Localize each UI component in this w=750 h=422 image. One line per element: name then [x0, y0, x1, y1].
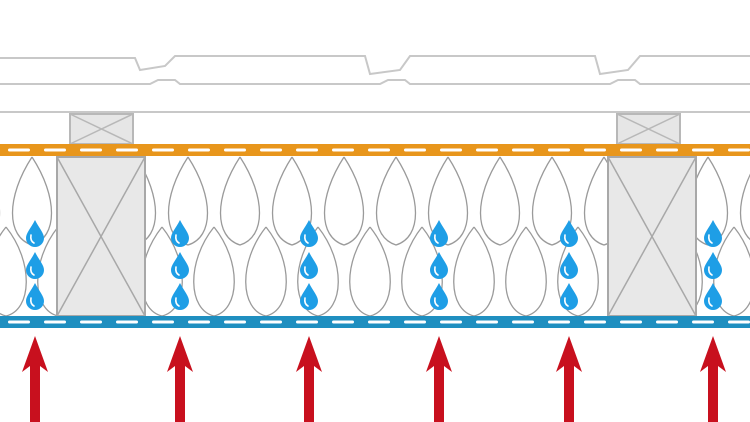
insulation-lobe-upper: [220, 156, 260, 246]
upper-membrane-dash: [260, 148, 282, 152]
lower-membrane-dash: [44, 320, 66, 324]
water-droplet-icon: [171, 283, 189, 310]
water-droplet-icon: [704, 220, 722, 247]
rafter-1: [56, 156, 146, 317]
insulation-lobe-lower: [349, 226, 391, 317]
upper-membrane-dash: [188, 148, 210, 152]
water-droplet-icon: [300, 220, 318, 247]
rafters: [56, 156, 697, 317]
lower-membrane-dash: [728, 320, 750, 324]
upper-membrane-dash: [440, 148, 462, 152]
upper-membrane-dash: [584, 148, 606, 152]
water-droplet-icon: [704, 283, 722, 310]
lower-membrane-dash: [188, 320, 210, 324]
counter-batten-1: [69, 113, 134, 145]
lower-membrane-dash: [296, 320, 318, 324]
water-droplet-icon: [26, 283, 44, 310]
upper-membrane-dash: [548, 148, 570, 152]
up-arrow-icon: [296, 336, 322, 422]
lower-membrane-dash: [620, 320, 642, 324]
water-droplet-icon: [26, 252, 44, 279]
insulation-lobe-upper: [376, 156, 416, 246]
water-droplet-icon: [300, 252, 318, 279]
insulation-lobe-lower: [245, 226, 287, 317]
upper-membrane-dash: [656, 148, 678, 152]
lower-membrane-dash: [260, 320, 282, 324]
lower-membrane-dash: [440, 320, 462, 324]
lower-membrane-dash: [80, 320, 102, 324]
upper-membrane-dash: [692, 148, 714, 152]
roof-tile-top-line: [0, 55, 750, 76]
moisture-droplets: [26, 220, 722, 310]
lower-membrane-dash: [8, 320, 30, 324]
upper-membrane-dash: [620, 148, 642, 152]
water-droplet-icon: [560, 283, 578, 310]
lower-membrane-dash: [512, 320, 534, 324]
insulation-lobe-lower: [505, 226, 547, 317]
water-droplet-icon: [704, 252, 722, 279]
counter-batten-2: [616, 113, 681, 145]
lower-membrane-dash: [548, 320, 570, 324]
upper-membrane-dash: [152, 148, 174, 152]
lower-membrane-dash: [152, 320, 174, 324]
upper-membrane-dash: [332, 148, 354, 152]
upper-membrane-dash: [80, 148, 102, 152]
up-arrow-icon: [22, 336, 48, 422]
upper-membrane-dash: [476, 148, 498, 152]
roof-tile-bottom-line: [0, 79, 750, 85]
lower-membrane-dash: [692, 320, 714, 324]
insulation-lobe-upper: [324, 156, 364, 246]
water-droplet-icon: [26, 220, 44, 247]
water-droplet-icon: [430, 283, 448, 310]
water-droplet-icon: [430, 220, 448, 247]
counter-battens: [69, 113, 681, 145]
lower-membrane-dash: [332, 320, 354, 324]
lower-membrane-dash: [116, 320, 138, 324]
lower-membrane-dash: [584, 320, 606, 324]
lower-membrane-dash: [404, 320, 426, 324]
lower-membrane-dash: [476, 320, 498, 324]
insulation-lobe-lower: [193, 226, 235, 317]
up-arrow-icon: [556, 336, 582, 422]
upper-membrane-dash: [44, 148, 66, 152]
insulation-lobe-upper: [532, 156, 572, 246]
lower-membrane-blue: [0, 316, 750, 328]
water-droplet-icon: [171, 252, 189, 279]
vapor-flow-arrows: [22, 336, 726, 422]
water-droplet-icon: [560, 220, 578, 247]
insulation-lobe-upper: [428, 156, 468, 246]
water-droplet-icon: [560, 252, 578, 279]
up-arrow-icon: [700, 336, 726, 422]
water-droplet-icon: [430, 252, 448, 279]
insulation-lobe-lower: [453, 226, 495, 317]
upper-membrane-dash: [116, 148, 138, 152]
rafter-2: [607, 156, 697, 317]
lower-membrane-dash: [656, 320, 678, 324]
insulation-lobe-upper: [740, 173, 750, 240]
upper-membrane-dash: [224, 148, 246, 152]
upper-membrane-dash: [728, 148, 750, 152]
upper-membrane-dash: [8, 148, 30, 152]
lower-membrane-dash: [368, 320, 390, 324]
upper-membrane-dash: [296, 148, 318, 152]
water-droplet-icon: [171, 220, 189, 247]
up-arrow-icon: [426, 336, 452, 422]
water-droplet-icon: [300, 283, 318, 310]
upper-membrane-dash: [368, 148, 390, 152]
upper-membrane-orange: [0, 144, 750, 156]
insulation-lobe-upper: [168, 156, 208, 246]
insulation-lobe-upper: [272, 156, 312, 246]
upper-membrane-dash: [404, 148, 426, 152]
upper-membrane-dash: [512, 148, 534, 152]
insulation-lobe-upper: [480, 156, 520, 246]
up-arrow-icon: [167, 336, 193, 422]
lower-membrane-dash: [224, 320, 246, 324]
roof-tiles: [0, 55, 750, 113]
